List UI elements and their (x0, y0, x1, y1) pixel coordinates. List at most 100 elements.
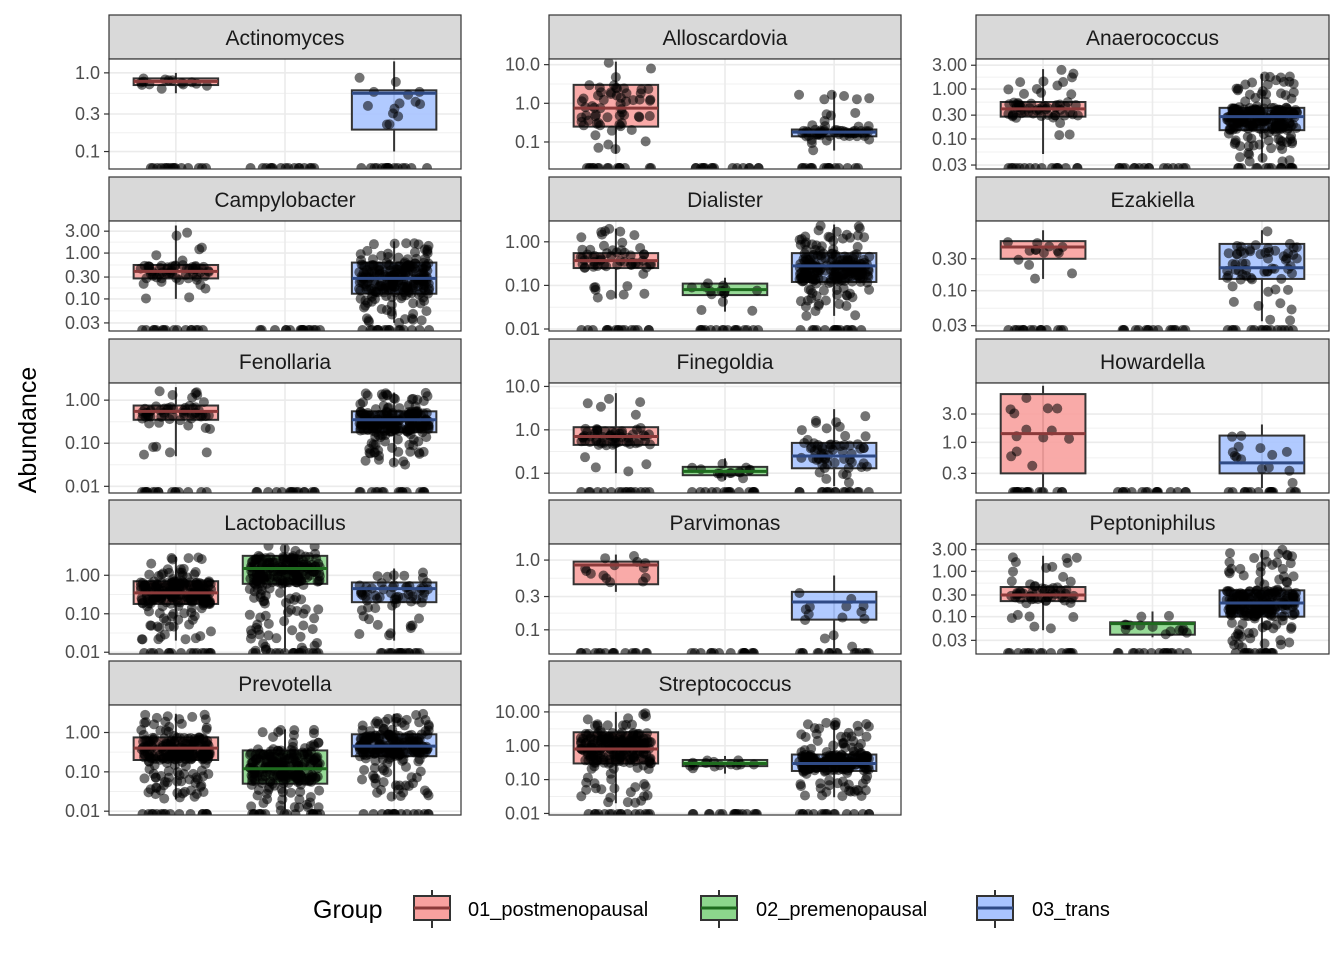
data-point (144, 606, 155, 617)
zero-point (1058, 325, 1069, 331)
data-point (412, 735, 423, 746)
data-point (818, 285, 829, 296)
data-point (389, 103, 400, 114)
zero-point (161, 163, 172, 169)
data-point (195, 631, 206, 642)
zero-point (1172, 487, 1183, 493)
zero-point (1152, 487, 1163, 493)
data-point (1265, 314, 1276, 325)
data-point (358, 611, 369, 622)
data-point (421, 306, 432, 317)
data-point (590, 783, 601, 794)
data-point (184, 619, 195, 630)
data-point (639, 249, 650, 260)
y-tick-label: 0.30 (932, 585, 967, 605)
zero-point (1016, 487, 1027, 493)
zero-point (1246, 325, 1257, 331)
zero-point (310, 325, 321, 331)
data-point (171, 230, 182, 241)
data-point (1276, 88, 1287, 99)
data-point (279, 616, 290, 627)
zero-point (424, 325, 435, 331)
data-point (837, 612, 848, 623)
data-point (804, 601, 815, 612)
data-point (1024, 611, 1035, 622)
data-point (354, 629, 365, 640)
zero-point (1036, 163, 1047, 169)
data-point (590, 282, 601, 293)
data-point (196, 242, 207, 253)
zero-point (595, 648, 606, 654)
zero-point (1014, 163, 1025, 169)
zero-point (299, 487, 310, 493)
data-point (137, 634, 148, 645)
data-point (1021, 393, 1032, 404)
data-point (1061, 553, 1072, 564)
panel-plot-area (976, 383, 1329, 493)
panel-border (108, 704, 462, 816)
data-point (419, 244, 430, 255)
data-point (1240, 96, 1251, 107)
data-point (1274, 574, 1285, 585)
data-point (146, 558, 157, 569)
data-point (626, 124, 637, 135)
zero-point (166, 648, 177, 654)
data-point (843, 477, 854, 488)
data-point (383, 284, 394, 295)
y-tick-label: 1.00 (65, 243, 100, 263)
data-point (381, 305, 392, 316)
data-point (175, 578, 186, 589)
data-point (1064, 129, 1075, 140)
zero-point (794, 487, 805, 493)
data-point (837, 791, 848, 802)
data-point (369, 762, 380, 773)
data-point (818, 275, 829, 286)
panel-plot-area (109, 383, 461, 493)
data-point (154, 386, 165, 397)
data-point (1003, 108, 1014, 119)
panel-plot-area (549, 59, 901, 169)
zero-point (357, 325, 368, 331)
data-point (189, 791, 200, 802)
data-point (384, 119, 395, 130)
zero-point (265, 163, 276, 169)
data-point (826, 89, 837, 100)
panel-border (975, 58, 1330, 170)
panel-border (548, 704, 902, 816)
data-point (590, 462, 601, 473)
data-point (1263, 243, 1274, 254)
zero-point (725, 648, 736, 654)
data-point (400, 459, 411, 470)
y-tick-label: 0.01 (65, 801, 100, 821)
data-point (801, 310, 812, 321)
data-point (167, 390, 178, 401)
data-point (1015, 105, 1026, 116)
facet-strip (975, 338, 1330, 384)
data-point (841, 469, 852, 480)
data-point (360, 279, 371, 290)
data-point (796, 781, 807, 792)
facet-strip-title: Streptococcus (658, 673, 791, 696)
data-point (386, 732, 397, 743)
data-point (397, 284, 408, 295)
data-point (393, 252, 404, 263)
data-point (796, 452, 807, 463)
zero-point (1182, 648, 1193, 654)
zero-point (753, 325, 764, 331)
zero-point (856, 325, 867, 331)
data-point (369, 269, 380, 280)
data-point (142, 749, 153, 760)
zero-point (1046, 648, 1057, 654)
data-point (628, 551, 639, 562)
data-point (1136, 611, 1147, 622)
data-point (1238, 570, 1249, 581)
data-point (1018, 88, 1029, 99)
data-point (260, 644, 271, 654)
data-point (582, 398, 593, 409)
zero-point (583, 487, 594, 493)
data-point (610, 144, 621, 155)
zero-point (1222, 325, 1233, 331)
data-point (415, 766, 426, 777)
data-point (275, 769, 286, 780)
